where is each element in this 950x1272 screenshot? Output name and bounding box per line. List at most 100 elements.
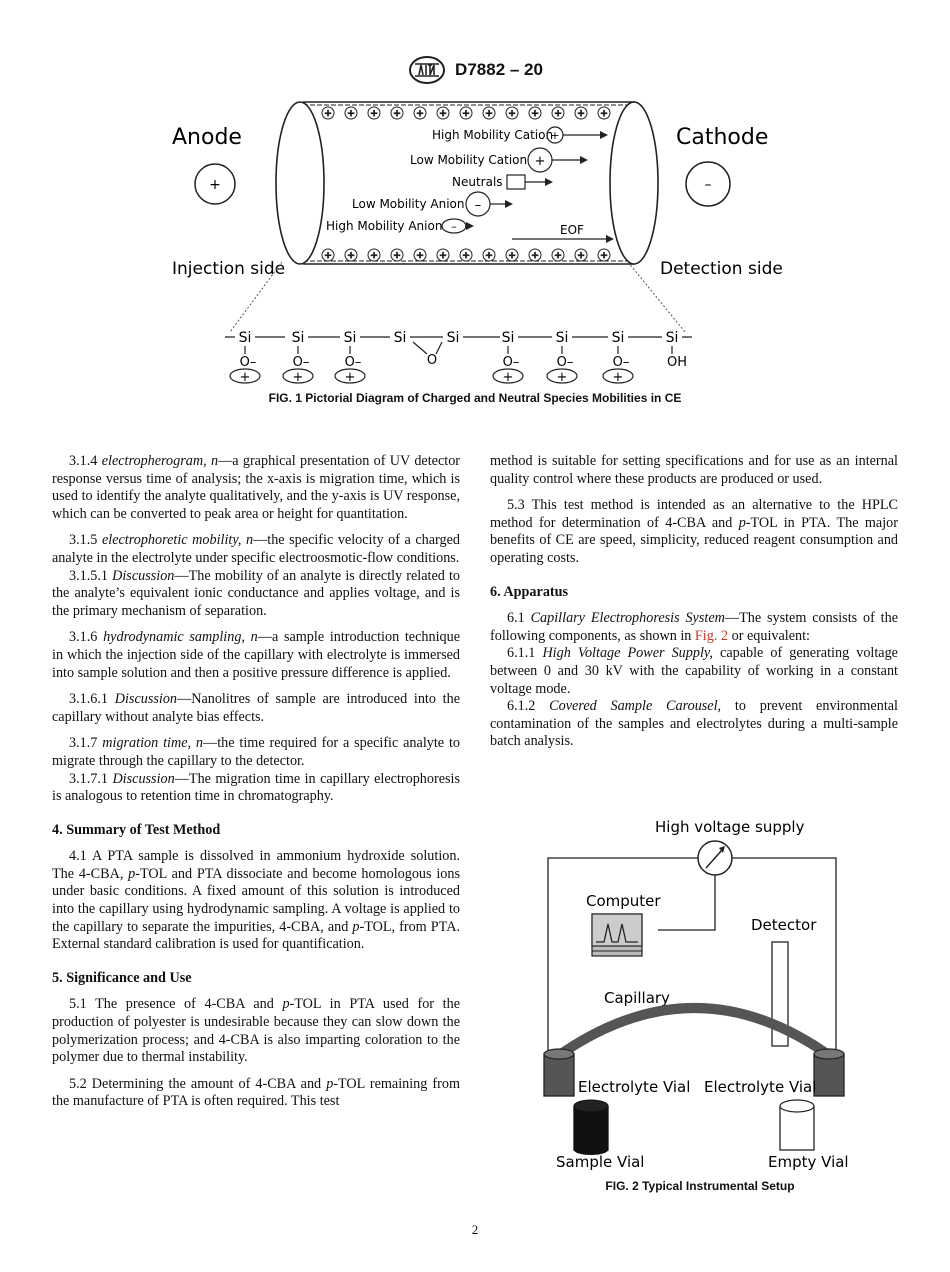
detector-label: Detector — [751, 916, 817, 934]
paragraph-3-1-5-1: 3.1.5.1 Discussion—The mobility of an an… — [52, 567, 460, 619]
svg-text:+: + — [324, 251, 332, 261]
fig-2-link[interactable]: Fig. 2 — [694, 627, 729, 644]
svg-text:+: + — [508, 251, 516, 261]
paragraph-3-1-7: 3.1.7 migration time, n—the time require… — [52, 735, 460, 769]
counter-cation-plus-icon: + — [334, 368, 366, 385]
wall-charge-plus-icon: + — [367, 248, 381, 262]
empty-vial-label: Empty Vial — [768, 1153, 849, 1171]
neutrals-label: Neutrals — [452, 175, 503, 189]
paragraph-6-1-2: 6.1.2 Covered Sample Carousel, to preven… — [490, 698, 898, 750]
silicon-atom-label: Si — [556, 330, 569, 346]
paragraph-5-1: 5.1 The presence of 4-CBA and p-TOL in P… — [52, 996, 460, 1066]
anode-plus-icon — [194, 163, 236, 205]
wall-charge-plus-icon: + — [574, 248, 588, 262]
low-mobility-cation-label: Low Mobility Cation — [410, 153, 527, 167]
paragraph-3-1-7-1: 3.1.7.1 Discussion—The migration time in… — [52, 770, 460, 805]
bridging-oxygen-label: O — [427, 353, 437, 368]
svg-text:+: + — [393, 251, 401, 261]
paragraph-5-3: 5.3 This test method is intended as an a… — [490, 497, 898, 566]
wall-charge-plus-icon: + — [482, 106, 496, 120]
electrolyte-vial-left-icon — [543, 1053, 575, 1097]
wall-charge-plus-icon: + — [482, 248, 496, 262]
svg-text:+: + — [416, 109, 424, 119]
silicon-atom-label: Si — [292, 330, 305, 346]
paragraph-3-1-6-1: 3.1.6.1 Discussion—Nanolitres of sample … — [52, 691, 460, 725]
high-mobility-cation-label: High Mobility Cation — [432, 128, 553, 142]
figure-1-diagram: ++++++++++++++++++++++++++ Anode + Catho… — [160, 92, 800, 392]
wall-charge-plus-icon: + — [321, 106, 335, 120]
svg-text:+: + — [508, 109, 516, 119]
oxide-anion-label: O– — [345, 355, 362, 370]
electrolyte-vial-right-label: Electrolyte Vial — [704, 1078, 816, 1096]
wall-charge-plus-icon: + — [574, 106, 588, 120]
figure-1-caption: FIG. 1 Pictorial Diagram of Charged and … — [268, 391, 682, 405]
computer-label: Computer — [586, 892, 661, 910]
empty-vial-icon — [779, 1105, 815, 1151]
astm-logo-icon — [409, 56, 446, 84]
cathode-minus-icon — [685, 161, 731, 207]
injection-side-label: Injection side — [172, 259, 285, 279]
paragraph-6-1-1: 6.1.1 High Voltage Power Supply, capable… — [490, 645, 898, 697]
wall-charge-plus-icon: + — [436, 248, 450, 262]
svg-text:+: + — [485, 251, 493, 261]
capillary-label: Capillary — [604, 989, 670, 1007]
svg-text:+: + — [503, 370, 514, 385]
silicon-atom-label: Si — [502, 330, 515, 346]
svg-text:+: + — [416, 251, 424, 261]
svg-text:+: + — [209, 177, 221, 193]
capillary-diagram: ++++++++++++++++++++++++++ Anode + Catho… — [172, 101, 783, 385]
svg-text:+: + — [600, 109, 608, 119]
electrolyte-vial-left-label: Electrolyte Vial — [578, 1078, 690, 1096]
oxide-anion-label: O– — [503, 355, 520, 370]
wall-charge-plus-icon: + — [413, 106, 427, 120]
sample-vial-icon — [573, 1105, 609, 1151]
figure-2-caption: FIG. 2 Typical Instrumental Setup — [605, 1179, 795, 1193]
svg-text:+: + — [462, 109, 470, 119]
wall-charge-plus-icon: + — [390, 248, 404, 262]
eof-label: EOF — [560, 223, 584, 237]
wall-charge-plus-icon: + — [597, 248, 611, 262]
wall-charge-plus-icon: + — [344, 106, 358, 120]
paragraph-3-1-6: 3.1.6 hydrodynamic sampling, n—a sample … — [52, 629, 461, 681]
figure-2-diagram: High voltage supply Computer Detector Ca… — [530, 810, 870, 1180]
svg-text:+: + — [531, 251, 539, 261]
document-id: D7882 – 20 — [455, 60, 543, 79]
svg-text:–: – — [451, 220, 457, 233]
silicon-atom-label: Si — [612, 330, 625, 346]
left-column: 3.1.4 electropherogram, n—a graphical pr… — [52, 453, 460, 1120]
svg-text:+: + — [531, 109, 539, 119]
wall-charge-plus-icon: + — [459, 106, 473, 120]
wall-charge-plus-icon: + — [367, 106, 381, 120]
section-6-heading: 6. Apparatus — [490, 583, 569, 600]
wall-charge-plus-icon: + — [505, 106, 519, 120]
svg-text:+: + — [600, 251, 608, 261]
svg-text:+: + — [577, 109, 585, 119]
wall-charge-plus-icon: + — [528, 248, 542, 262]
anode-label: Anode — [172, 125, 242, 150]
wall-charge-plus-icon: + — [551, 248, 565, 262]
svg-text:–: – — [705, 177, 712, 193]
svg-text:+: + — [393, 109, 401, 119]
counter-cation-plus-icon: + — [602, 368, 634, 385]
hydroxyl-label: OH — [667, 355, 687, 370]
svg-text:+: + — [554, 251, 562, 261]
detection-side-label: Detection side — [660, 259, 783, 279]
svg-text:+: + — [324, 109, 332, 119]
counter-cation-plus-icon: + — [492, 368, 524, 385]
oxide-anion-label: O– — [613, 355, 630, 370]
svg-text:+: + — [345, 370, 356, 385]
wall-charge-plus-icon: + — [551, 106, 565, 120]
svg-text:+: + — [370, 251, 378, 261]
sample-vial-label: Sample Vial — [556, 1153, 644, 1171]
neutral-square-icon — [506, 174, 526, 190]
svg-text:+: + — [485, 109, 493, 119]
silicon-atom-label: Si — [666, 330, 679, 346]
high-voltage-supply-label: High voltage supply — [655, 818, 805, 836]
paragraph-5-2: 5.2 Determining the amount of 4-CBA and … — [52, 1075, 460, 1110]
svg-text:+: + — [240, 370, 251, 385]
svg-text:+: + — [554, 109, 562, 119]
wall-charge-plus-icon: + — [528, 106, 542, 120]
wall-charge-plus-icon: + — [390, 106, 404, 120]
paragraph-5-2-continued: method is suitable for setting specifica… — [490, 453, 898, 487]
silicon-atom-label: Si — [239, 330, 252, 346]
